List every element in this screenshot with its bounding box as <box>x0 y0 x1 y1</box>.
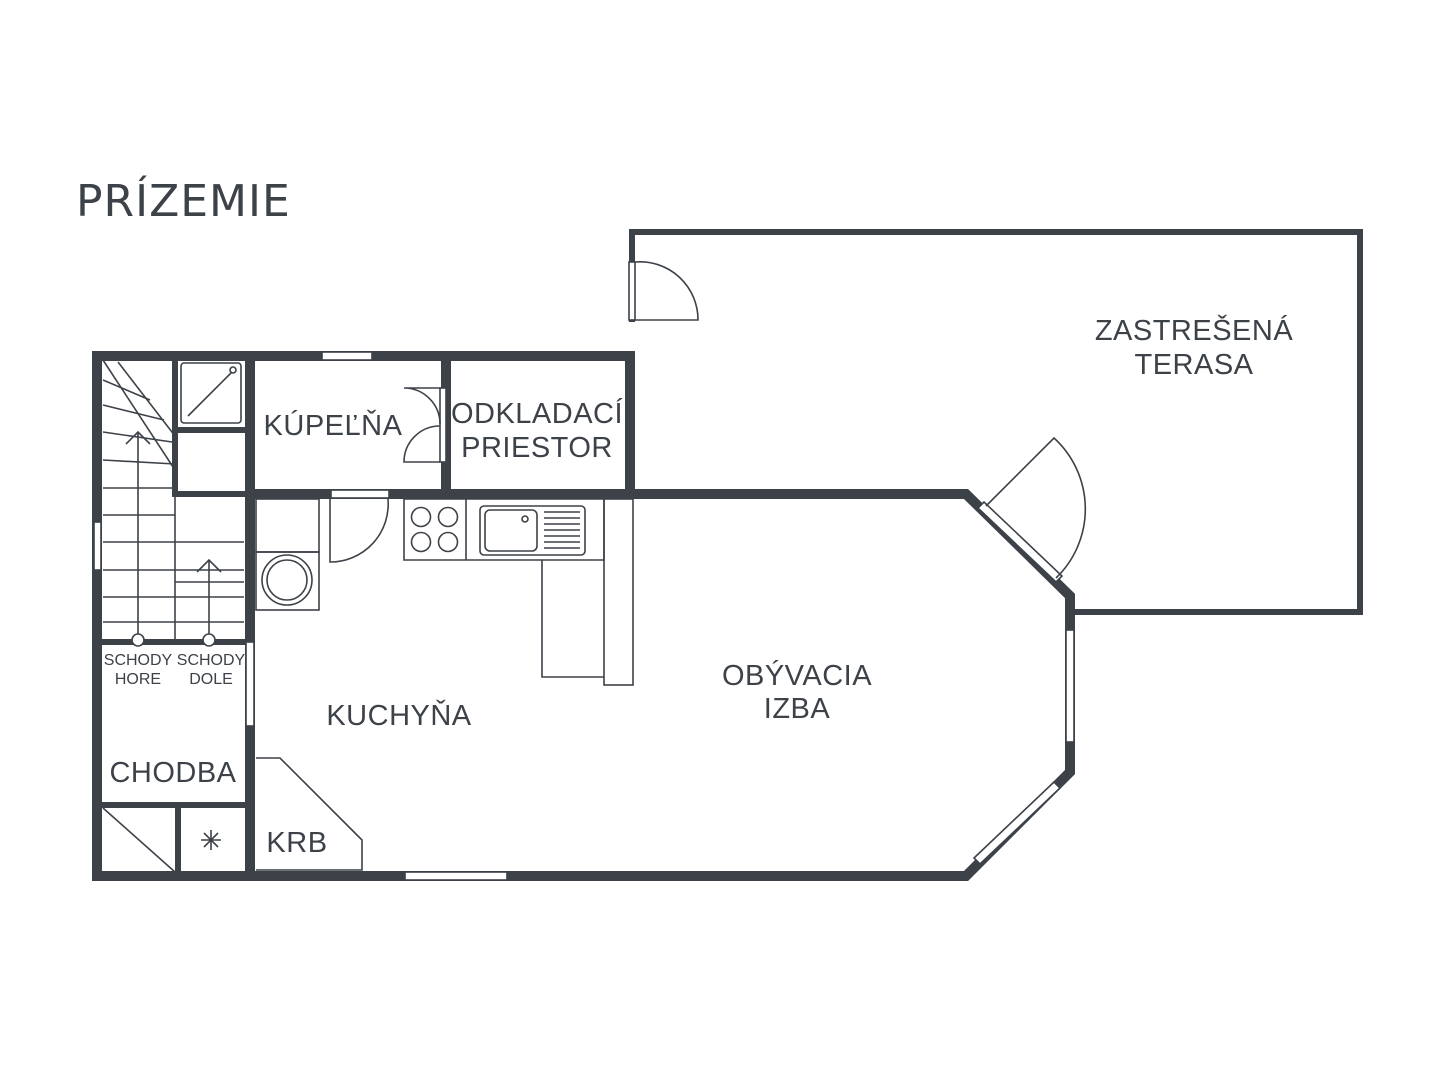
bathroom-window <box>321 351 373 361</box>
sink-icon <box>479 505 586 556</box>
stairs-up-label-line1: SCHODY <box>104 652 173 669</box>
stove-icon <box>410 499 467 560</box>
living-window-south-east <box>972 780 1062 866</box>
floor-title: PRÍZEMIE <box>76 176 291 227</box>
terrace-door[interactable] <box>628 260 699 321</box>
windows <box>93 351 1075 881</box>
kitchen-door-gap <box>330 489 390 499</box>
living-label-line2: IZBA <box>764 693 831 725</box>
washing-machine-icon <box>255 551 320 611</box>
terrace-area <box>628 229 1363 615</box>
storage-label-line1: ODKLADACÍ <box>451 397 624 430</box>
hallway-closet <box>102 807 221 873</box>
stairs-down-arrow-icon <box>196 558 222 647</box>
kitchen-fixtures <box>255 498 634 871</box>
kitchen-side-window <box>245 641 255 727</box>
bathroom-door[interactable] <box>403 387 447 463</box>
stairs-up-label-line2: HORE <box>115 671 161 688</box>
terrace-label-line1: ZASTREŠENÁ <box>1095 313 1294 347</box>
shower-icon <box>180 362 242 424</box>
room-labels: ZASTREŠENÁ TERASA KÚPEĽŇA ODKLADACÍ PRIE… <box>104 313 1294 859</box>
kitchen-window <box>404 871 508 881</box>
stairs-down-label-line1: SCHODY <box>177 652 246 669</box>
asterisk-icon <box>201 830 221 850</box>
bathroom-fixtures <box>180 362 447 463</box>
living-window-east <box>1065 629 1075 743</box>
living-terrace-door[interactable] <box>976 436 1087 584</box>
bathroom-label: KÚPEĽŇA <box>264 409 403 442</box>
stairs-down-label-line2: DOLE <box>189 671 233 688</box>
hallway-window <box>93 521 102 571</box>
stairs-up-arrow-icon <box>125 430 151 647</box>
hallway-label: CHODBA <box>109 757 236 789</box>
living-label-line1: OBÝVACIA <box>722 659 872 692</box>
terrace-label-line2: TERASA <box>1134 349 1253 381</box>
kitchen-door[interactable] <box>329 498 390 563</box>
kitchen-label: KUCHYŇA <box>326 699 471 732</box>
counter-island <box>603 498 634 686</box>
storage-label-line2: PRIESTOR <box>461 432 613 464</box>
fireplace-label: KRB <box>266 827 327 859</box>
fireplace-icon <box>256 757 363 871</box>
staircase <box>102 359 244 647</box>
